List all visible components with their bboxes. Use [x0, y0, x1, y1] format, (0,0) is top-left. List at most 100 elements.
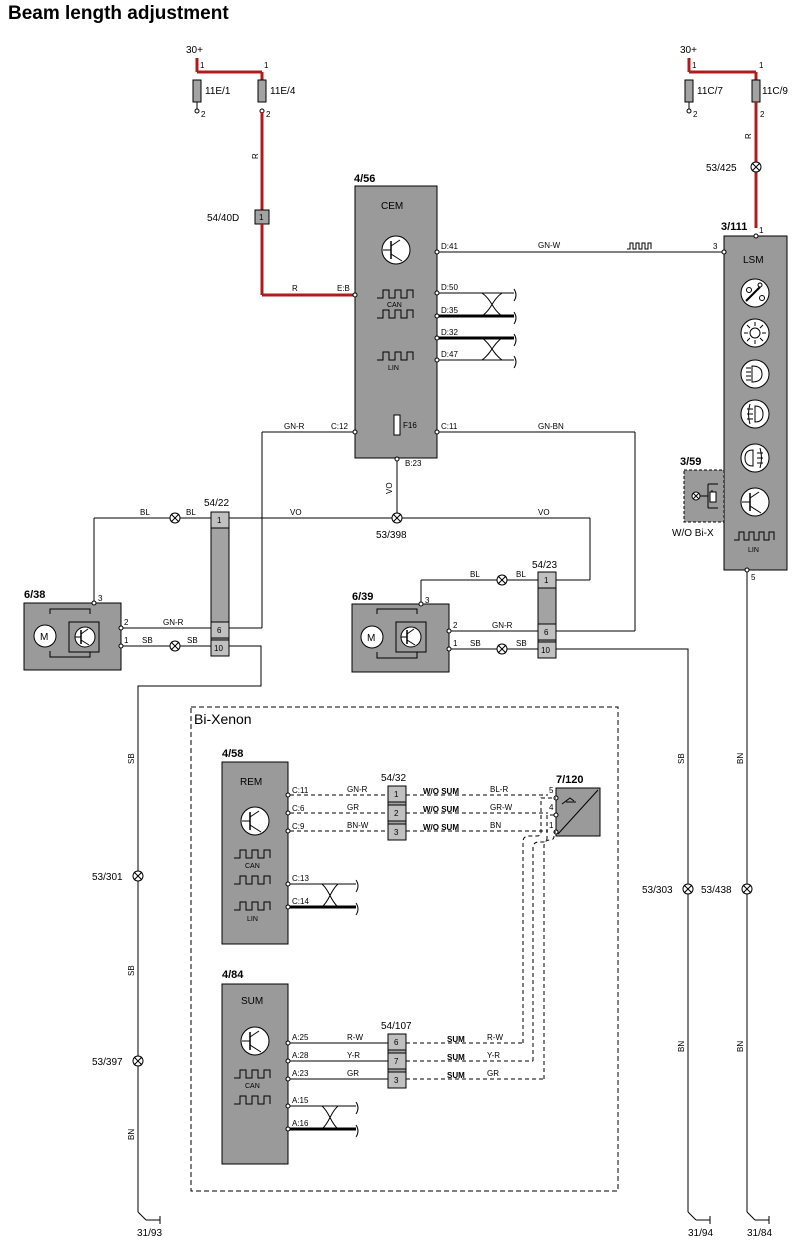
- svg-text:2: 2: [266, 110, 271, 119]
- svg-text:SB: SB: [127, 753, 136, 764]
- svg-text:D:50: D:50: [441, 283, 458, 292]
- svg-text:W/O SUM: W/O SUM: [423, 823, 459, 832]
- svg-text:W/O SUM: W/O SUM: [423, 805, 459, 814]
- bi-xenon-label: Bi-Xenon: [194, 711, 252, 727]
- svg-text:GR-W: GR-W: [490, 803, 513, 812]
- motor-right-id: 6/39: [352, 591, 373, 603]
- sum-module: [221, 983, 289, 1165]
- twisted-pair-icon: [321, 883, 339, 908]
- transistor-icon: [74, 626, 96, 648]
- svg-text:54/22: 54/22: [204, 498, 229, 509]
- svg-text:GR: GR: [487, 1069, 499, 1078]
- transistor-icon: [240, 1026, 270, 1056]
- svg-text:54/107: 54/107: [381, 1021, 412, 1032]
- svg-text:31/94: 31/94: [688, 1228, 713, 1239]
- svg-text:3: 3: [425, 596, 430, 605]
- svg-text:10: 10: [541, 646, 550, 655]
- splice-sb-right: [496, 643, 508, 655]
- svg-text:C:11: C:11: [292, 786, 309, 795]
- headlight-icon: [740, 359, 770, 389]
- lin-bus-icon: [377, 351, 414, 361]
- svg-text:GR: GR: [347, 803, 359, 812]
- svg-text:BL: BL: [470, 570, 480, 579]
- twisted-pair-icon: [321, 1105, 339, 1130]
- svg-text:3: 3: [394, 1076, 399, 1085]
- svg-text:GN-R: GN-R: [492, 621, 513, 630]
- svg-text:A:16: A:16: [292, 1119, 309, 1128]
- splice-53-398: [391, 512, 403, 524]
- svg-text:6: 6: [394, 1038, 399, 1047]
- transistor-icon: [400, 626, 422, 648]
- svg-text:2: 2: [201, 110, 206, 119]
- svg-text:C:9: C:9: [292, 822, 305, 831]
- splice-53-397: [132, 1055, 144, 1067]
- svg-text:1: 1: [544, 576, 549, 585]
- svg-text:3: 3: [713, 242, 718, 251]
- svg-text:W/O SUM: W/O SUM: [423, 787, 459, 796]
- svg-text:D:41: D:41: [441, 242, 458, 251]
- svg-text:2: 2: [124, 618, 129, 627]
- lin-bus-icon: [234, 901, 271, 911]
- svg-text:VO: VO: [385, 482, 394, 494]
- rear-fog-light-icon: [740, 443, 770, 473]
- fuse-11e1: [192, 79, 202, 103]
- svg-text:BN: BN: [736, 1041, 745, 1052]
- svg-text:REM: REM: [240, 777, 262, 788]
- level-sensor-icon: [561, 797, 576, 805]
- svg-text:C:6: C:6: [292, 804, 305, 813]
- lsm-id: 3/111: [721, 221, 747, 233]
- can-bus-icon: [234, 849, 271, 885]
- svg-text:54/32: 54/32: [381, 773, 406, 784]
- cem-module: [354, 185, 438, 459]
- cem-id: 4/56: [354, 173, 375, 185]
- svg-text:5: 5: [751, 573, 756, 582]
- rem-module: [221, 761, 289, 945]
- svg-text:2: 2: [693, 110, 698, 119]
- rem-id: 4/58: [222, 748, 243, 760]
- transistor-icon: [381, 235, 411, 265]
- svg-text:2: 2: [453, 621, 458, 630]
- light-switch-off-icon: [740, 278, 770, 308]
- svg-text:53/438: 53/438: [701, 885, 732, 896]
- svg-text:BL: BL: [140, 508, 150, 517]
- svg-text:C:11: C:11: [441, 422, 458, 431]
- svg-text:LIN: LIN: [388, 365, 399, 372]
- can-bus-icon: [234, 1069, 271, 1105]
- svg-text:1: 1: [759, 226, 764, 235]
- svg-text:11C/9: 11C/9: [762, 86, 788, 97]
- svg-text:1: 1: [200, 61, 205, 70]
- transistor-icon: [240, 806, 270, 836]
- svg-text:6: 6: [544, 628, 549, 637]
- svg-text:1: 1: [453, 639, 458, 648]
- svg-text:M: M: [367, 633, 375, 644]
- svg-text:1: 1: [549, 821, 554, 830]
- svg-text:4: 4: [549, 803, 554, 812]
- power-30-right: 30+: [680, 45, 697, 56]
- svg-text:BL-R: BL-R: [490, 785, 508, 794]
- svg-text:R-W: R-W: [487, 1033, 503, 1042]
- svg-text:A:23: A:23: [292, 1069, 309, 1078]
- svg-text:SB: SB: [187, 636, 198, 645]
- transistor-icon: [740, 487, 770, 517]
- ground-31-93-icon: [137, 1211, 161, 1224]
- twisted-pair-icon: [481, 292, 503, 317]
- motor-icon: [33, 624, 57, 648]
- svg-text:1: 1: [759, 61, 764, 70]
- svg-text:BN: BN: [490, 821, 501, 830]
- fuse-11c7: [684, 79, 694, 103]
- svg-text:CAN: CAN: [245, 1083, 260, 1090]
- svg-text:VO: VO: [290, 508, 302, 517]
- svg-text:BN: BN: [736, 753, 745, 764]
- svg-text:D:47: D:47: [441, 350, 458, 359]
- svg-text:C:12: C:12: [331, 422, 348, 431]
- svg-text:C:13: C:13: [292, 874, 309, 883]
- svg-text:1: 1: [217, 516, 222, 525]
- splice-53-425: [750, 161, 762, 173]
- cem-name: CEM: [381, 201, 403, 212]
- svg-text:SB: SB: [142, 636, 153, 645]
- twisted-pair-icon: [481, 337, 503, 361]
- svg-text:R: R: [744, 133, 753, 139]
- splice-bl-left: [169, 512, 181, 524]
- svg-text:GR: GR: [347, 1069, 359, 1078]
